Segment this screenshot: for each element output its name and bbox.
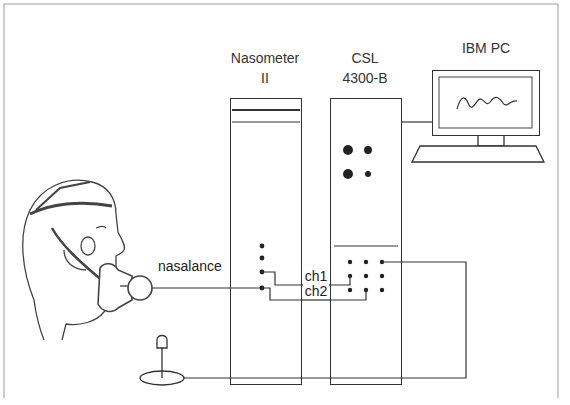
microphone [140,336,184,386]
head-illustration [23,180,152,340]
microphone-cable [184,262,466,378]
nasometer-detail [232,110,301,300]
unit-outline [230,98,302,385]
pc-base [412,136,544,162]
csl-detail [331,145,398,300]
mask-cable [152,287,262,288]
signal-label: nasalance [156,258,224,274]
unit-heading: CSL 4300-B [335,48,395,88]
pc-monitor: IBM PC [424,38,548,136]
csl-unit: CSL 4300-B [318,48,412,385]
signal-cable [302,299,330,300]
signal-cable [402,121,432,122]
channel-label: ch2 [303,283,330,299]
unit-outline [330,98,402,385]
screen-trace [433,71,538,134]
frame [4,4,558,398]
unit-heading: IBM PC [431,38,541,58]
nasometer-unit: Nasometer II [218,48,312,385]
unit-outline [432,70,540,136]
channel-label: ch1 [303,268,330,284]
unit-heading: Nasometer II [225,48,305,88]
